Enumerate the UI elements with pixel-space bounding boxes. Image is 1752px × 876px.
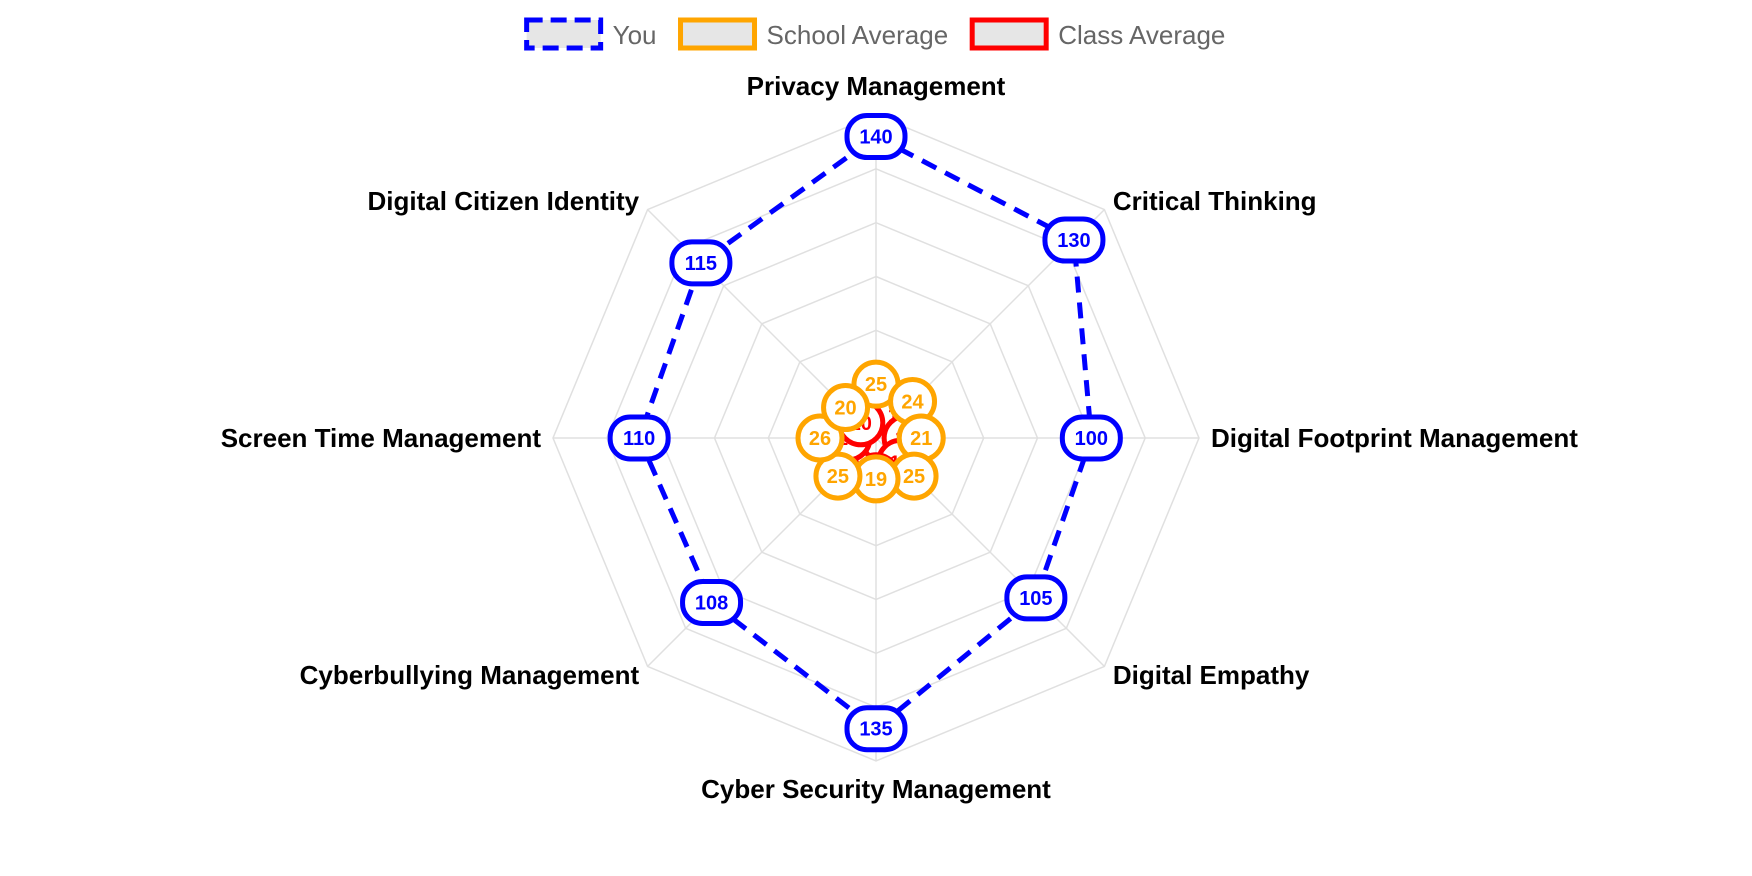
legend-swatch-you xyxy=(524,17,604,51)
data-label-school-average-digital-citizen-identity: 20 xyxy=(834,398,856,420)
data-point-you-screen-time-management[interactable] xyxy=(607,414,671,462)
data-label-you-critical-thinking: 130 xyxy=(1057,230,1090,252)
data-label-you-screen-time-management: 110 xyxy=(623,428,655,450)
data-point-you-digital-empathy[interactable] xyxy=(1004,574,1068,622)
axis-label-cyber-security-management: Cyber Security Management xyxy=(701,774,1051,804)
legend[interactable]: You School Average Class Average xyxy=(524,17,1226,51)
axis-label-digital-footprint-management: Digital Footprint Management xyxy=(1211,423,1578,453)
data-label-school-average-critical-thinking: 24 xyxy=(901,391,924,413)
series-line-you xyxy=(636,133,1094,732)
data-point-you-digital-citizen-identity[interactable] xyxy=(669,239,733,287)
legend-swatch-class-average xyxy=(969,17,1049,51)
legend-item-you[interactable]: You xyxy=(524,17,657,51)
data-point-school-average-digital-citizen-identity[interactable] xyxy=(821,383,871,433)
data-label-you-digital-empathy: 105 xyxy=(1019,588,1052,610)
data-label-school-average-privacy-management: 25 xyxy=(865,374,887,396)
axis-label-screen-time-management: Screen Time Management xyxy=(221,423,542,453)
data-point-you-privacy-management[interactable] xyxy=(844,113,908,161)
data-point-you-digital-footprint-management[interactable] xyxy=(1059,414,1123,462)
data-point-you-cyber-security-management[interactable] xyxy=(844,705,908,753)
legend-swatch-school-average xyxy=(678,17,758,51)
legend-item-class-average[interactable]: Class Average xyxy=(969,17,1225,51)
axis-label-digital-empathy: Digital Empathy xyxy=(1113,660,1310,690)
legend-label-you: You xyxy=(613,20,657,50)
data-label-school-average-digital-footprint-management: 21 xyxy=(910,428,932,450)
data-label-you-cyberbullying-management: 108 xyxy=(695,592,728,614)
data-label-you-digital-citizen-identity: 115 xyxy=(685,253,717,275)
data-point-you-cyberbullying-management[interactable] xyxy=(680,578,744,626)
series-layer: 1401301001051351081101152015141618181310… xyxy=(607,113,1123,753)
data-label-you-digital-footprint-management: 100 xyxy=(1075,428,1108,450)
axis-label-privacy-management: Privacy Management xyxy=(747,71,1006,101)
axis-label-cyberbullying-management: Cyberbullying Management xyxy=(300,660,640,690)
data-point-you-critical-thinking[interactable] xyxy=(1042,216,1106,264)
legend-label-class-average: Class Average xyxy=(1058,20,1225,50)
data-label-school-average-cyber-security-management: 19 xyxy=(865,469,887,491)
data-label-school-average-cyberbullying-management: 25 xyxy=(827,466,849,488)
axis-label-critical-thinking: Critical Thinking xyxy=(1113,186,1317,216)
series-you: 140 130 100 105 135 108 110 115 xyxy=(607,113,1123,753)
axis-label-digital-citizen-identity: Digital Citizen Identity xyxy=(368,186,640,216)
legend-label-school-average: School Average xyxy=(767,20,949,50)
data-label-school-average-digital-empathy: 25 xyxy=(903,466,925,488)
data-label-school-average-screen-time-management: 26 xyxy=(809,428,831,450)
data-label-you-cyber-security-management: 135 xyxy=(859,719,892,741)
legend-item-school-average[interactable]: School Average xyxy=(678,17,949,51)
data-label-you-privacy-management: 140 xyxy=(859,127,892,149)
